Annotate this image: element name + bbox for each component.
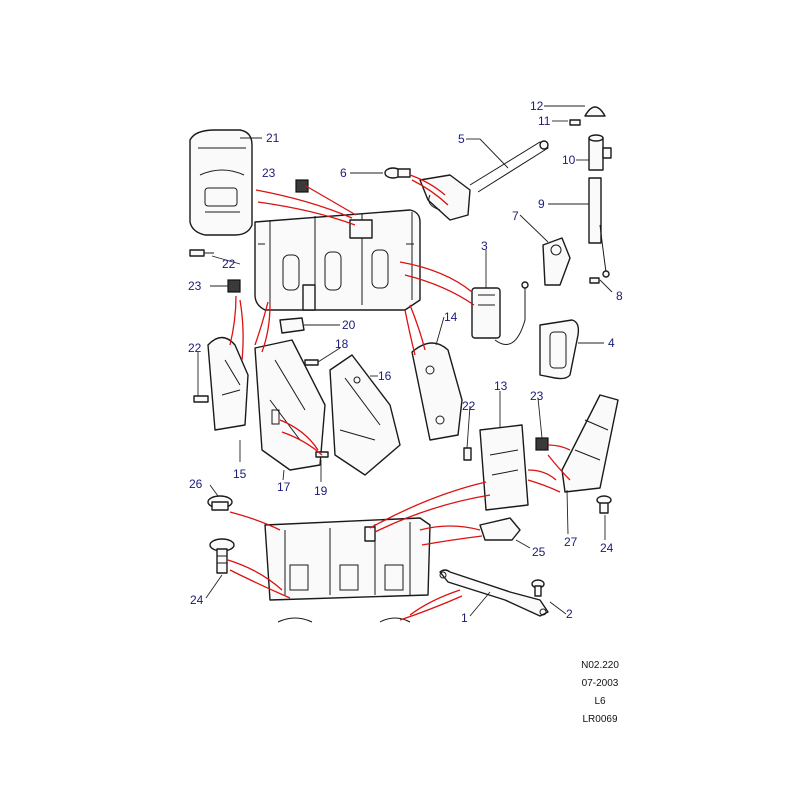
part-18-screw bbox=[304, 359, 319, 366]
part-16-seat-frame bbox=[329, 354, 401, 476]
black-leaders bbox=[197, 105, 613, 617]
seat-base-assembly bbox=[264, 517, 431, 623]
part-3-mechanism bbox=[471, 281, 529, 345]
part-22c-screw bbox=[463, 447, 472, 461]
part-25-cover bbox=[479, 517, 521, 541]
part-12-cap bbox=[584, 106, 606, 117]
callout-1: 1 bbox=[461, 611, 468, 625]
part-21-headrest bbox=[189, 129, 253, 236]
part-22b-screw bbox=[193, 395, 209, 403]
part-4-handle bbox=[539, 319, 580, 380]
callout-23b: 23 bbox=[188, 279, 202, 293]
callout-3: 3 bbox=[481, 239, 488, 253]
part-26-nut bbox=[207, 495, 233, 511]
callout-4: 4 bbox=[608, 336, 615, 350]
part-2-screw bbox=[531, 579, 545, 597]
callout-17: 17 bbox=[277, 480, 291, 494]
callout-12: 12 bbox=[530, 99, 544, 113]
reference-date: 07-2003 bbox=[581, 678, 619, 689]
part-6-bolt bbox=[384, 167, 411, 179]
callout-27: 27 bbox=[564, 535, 578, 549]
callout-11: 11 bbox=[538, 114, 551, 128]
part-23c-clip bbox=[535, 437, 549, 451]
callout-26: 26 bbox=[189, 477, 203, 491]
callout-16: 16 bbox=[378, 369, 392, 383]
callout-13: 13 bbox=[494, 379, 508, 393]
part-23a-clip bbox=[295, 179, 309, 193]
callout-22a: 22 bbox=[222, 257, 236, 271]
callout-24b: 24 bbox=[600, 541, 614, 555]
reference-code: LR0069 bbox=[582, 714, 618, 725]
part-24b-bolt bbox=[596, 495, 612, 514]
part-9-tube bbox=[588, 177, 610, 278]
callout-7: 7 bbox=[512, 209, 519, 223]
callouts: 21 6 23 5 12 11 10 9 7 8 3 4 22 23 20 18… bbox=[188, 99, 623, 625]
callout-14: 14 bbox=[444, 310, 458, 324]
callout-22c: 22 bbox=[462, 399, 476, 413]
reference-model: L6 bbox=[594, 696, 606, 707]
callout-2: 2 bbox=[566, 607, 573, 621]
callout-6: 6 bbox=[340, 166, 347, 180]
part-23b-clip bbox=[227, 279, 241, 293]
part-7-latch bbox=[542, 237, 571, 286]
part-22a-screw bbox=[189, 249, 214, 257]
callout-23a: 23 bbox=[262, 166, 276, 180]
callout-21: 21 bbox=[266, 131, 280, 145]
part-11-screw bbox=[569, 119, 581, 126]
callout-20: 20 bbox=[342, 318, 356, 332]
callout-25: 25 bbox=[532, 545, 546, 559]
callout-18: 18 bbox=[335, 337, 349, 351]
callout-22b: 22 bbox=[188, 341, 202, 355]
callout-10: 10 bbox=[562, 153, 576, 167]
callout-15: 15 bbox=[233, 467, 247, 481]
callout-24a: 24 bbox=[190, 593, 204, 607]
seat-back-assembly bbox=[254, 209, 421, 311]
reference-number: N02.220 bbox=[581, 660, 619, 671]
callout-8: 8 bbox=[616, 289, 623, 303]
part-15-side-panel bbox=[207, 336, 249, 431]
callout-9: 9 bbox=[538, 197, 545, 211]
part-13-plate bbox=[479, 424, 529, 511]
red-leaders bbox=[227, 174, 571, 621]
part-24a-bolt bbox=[209, 538, 235, 574]
part-8-screw bbox=[589, 277, 600, 284]
part-20-bracket bbox=[279, 317, 305, 334]
part-14-side-cover bbox=[411, 342, 463, 441]
callout-19: 19 bbox=[314, 484, 328, 498]
part-10-tube-top bbox=[588, 134, 612, 171]
reference-info: N02.220 07-2003 L6 LR0069 bbox=[560, 657, 640, 729]
part-1-bar bbox=[439, 569, 549, 617]
callout-5: 5 bbox=[458, 132, 465, 146]
callout-23c: 23 bbox=[530, 389, 544, 403]
part-27-recliner bbox=[561, 394, 619, 493]
part-5-release-lever bbox=[419, 140, 549, 221]
